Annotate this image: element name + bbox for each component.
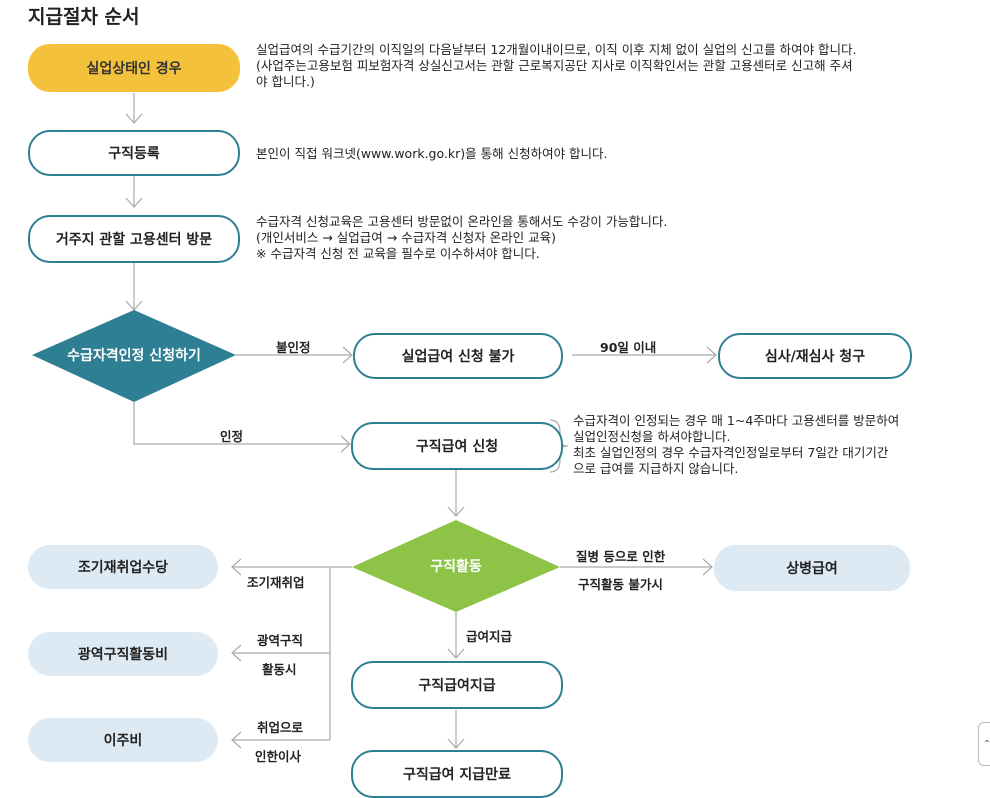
page-title: 지급절차 순서 [28,6,140,28]
label-sick-line1: 질병 등으로 인한 [576,549,666,564]
description-register: 본인이 직접 워크넷(www.work.go.kr)을 통해 신청하여야 합니다… [256,146,608,162]
step-job-activity: 구직활동 [430,558,482,575]
step-early-reemployment: 조기재취업수당 [28,545,218,589]
description-line: (개인서비스 → 실업급여 → 수급자격 신청자 온라인 교육) [256,230,557,245]
label-within-90-days: 90일 이내 [600,340,657,355]
step-unemployed: 실업상태인 경우 [28,44,240,92]
step-review: 심사/재심사 청구 [718,333,912,379]
step-not-eligible: 실업급여 신청 불가 [353,333,563,379]
description-jobseek: 수급자격이 인정되는 경우 매 1~4주마다 고용센터를 방문하여 실업인정신청… [573,413,983,477]
step-visit-center: 거주지 관할 고용센터 방문 [28,215,240,263]
description-unemployed: 실업급여의 수급기간의 이직일의 다음날부터 12개월이내이므로, 이직 이후 … [256,42,988,90]
description-line: 실업인정신청을 하셔야합니다. [573,429,731,444]
side-tab-handle[interactable]: ⌃ [978,722,990,766]
step-register: 구직등록 [28,130,240,176]
step-payment-end: 구직급여 지급만료 [351,750,563,798]
description-line: 수급자격이 인정되는 경우 매 1~4주마다 고용센터를 방문하여 [573,413,900,428]
step-apply-eligibility: 수급자격인정 신청하기 [67,347,201,364]
step-payment: 구직급여지급 [351,661,563,709]
label-wide-line1: 광역구직 [257,633,304,648]
step-wide-area-cost: 광역구직활동비 [28,632,218,676]
label-sick-line2: 구직활동 불가시 [578,577,663,592]
label-moving-line1: 취업으로 [257,720,304,735]
description-line: 본인이 직접 워크넷(www.work.go.kr)을 통해 신청하여야 합니다… [256,146,608,161]
label-wide-line2: 활동시 [262,662,297,677]
description-line: 야 합니다.) [256,74,315,89]
decision-diamond [32,310,236,402]
description-line: (사업주는고용보험 피보험자격 상실신고서는 관할 근로복지공단 지사로 이직확… [256,58,853,73]
label-moving-line2: 인한이사 [255,749,302,764]
step-jobseek-apply: 구직급여 신청 [351,422,563,470]
description-line: ※ 수급자격 신청 전 교육을 필수로 이수하셔야 합니다. [256,246,540,261]
description-line: 수급자격 신청교육은 고용센터 방문없이 온라인을 통해서도 수강이 가능합니다… [256,214,668,229]
label-early-reemployment: 조기재취업 [247,575,305,590]
step-moving-cost: 이주비 [28,718,218,762]
description-visit: 수급자격 신청교육은 고용센터 방문없이 온라인을 통해서도 수강이 가능합니다… [256,214,667,262]
label-payment: 급여지급 [466,629,513,644]
description-line: 최초 실업인정의 경우 수급자격인정일로부터 7일간 대기기간 [573,445,889,460]
label-denied: 불인정 [276,340,311,355]
description-line: 으로 급여를 지급하지 않습니다. [573,461,739,476]
label-approved: 인정 [220,429,244,444]
description-line: 실업급여의 수급기간의 이직일의 다음날부터 12개월이내이므로, 이직 이후 … [256,42,857,57]
step-sickness-benefit: 상병급여 [714,545,910,591]
activity-diamond [352,520,560,612]
